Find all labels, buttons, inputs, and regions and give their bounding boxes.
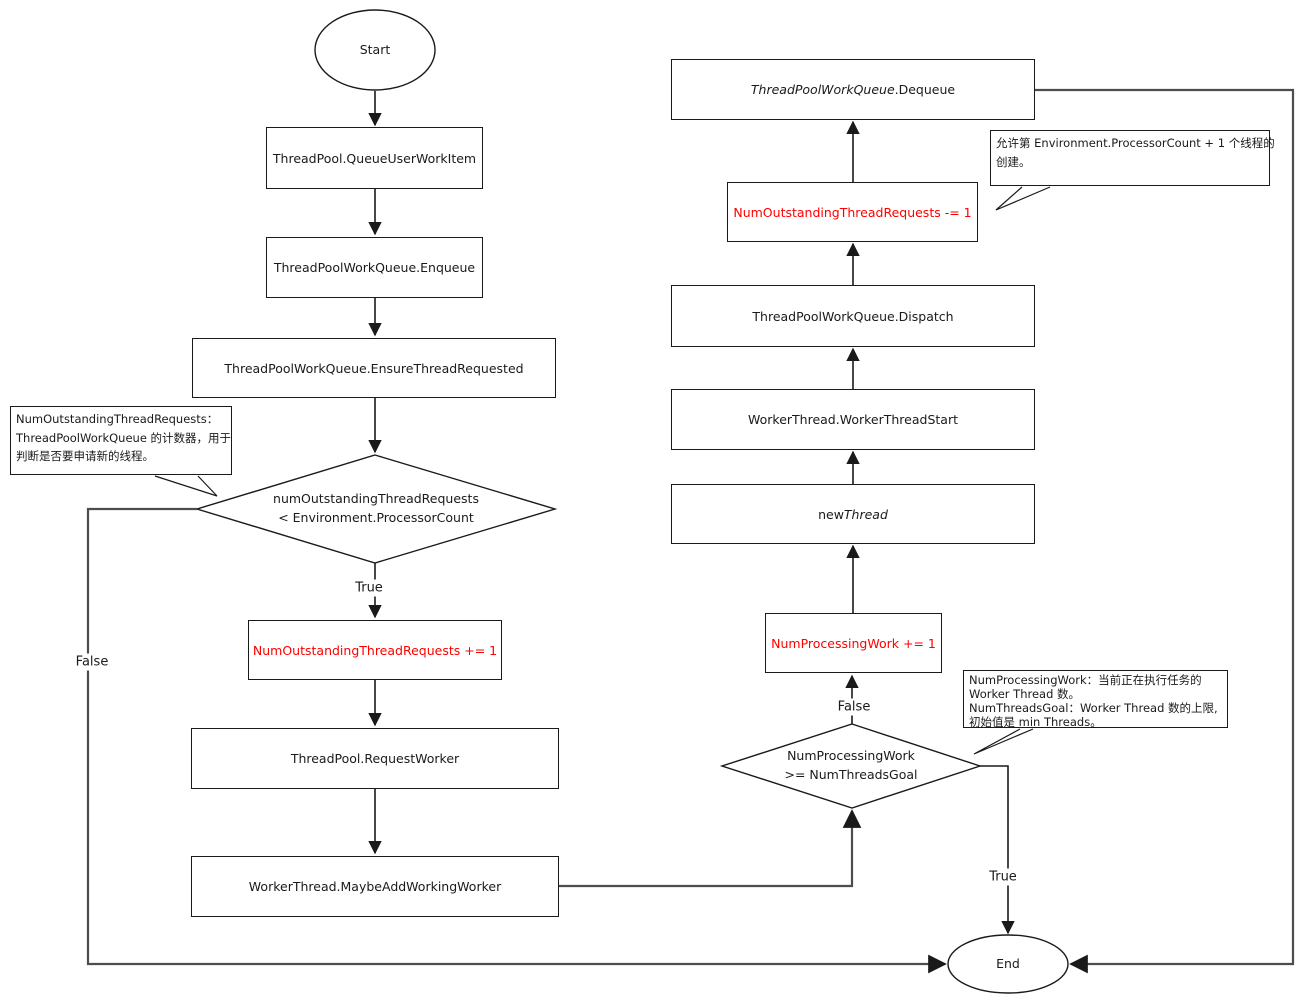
decision-outstanding-label: numOutstandingThreadRequests < Environme… [197,455,555,563]
process-new-thread-prefix: new [818,506,844,522]
process-dequeue-class-label: ThreadPoolWorkQueue [750,82,895,97]
process-increment-outstanding: NumOutstandingThreadRequests += 1 [248,620,502,680]
callout-outstanding-note-line2: ThreadPoolWorkQueue 的计数器，用于 [16,430,232,445]
process-request-worker: ThreadPool.RequestWorker [191,728,559,789]
edge-decision-processing-true-to-end [980,765,1015,935]
callout-processing-note-line2: Worker Thread 数。 [969,686,1081,701]
branch-label-outstanding-false: False [72,653,112,671]
callout-outstanding-note: NumOutstandingThreadRequests： ThreadPool… [10,406,232,475]
process-decrement-outstanding: NumOutstandingThreadRequests -= 1 [727,182,978,242]
process-new-thread-class-label: Thread [843,506,888,522]
process-queue-user-work-item: ThreadPool.QueueUserWorkItem [266,127,483,189]
edge-dequeue-to-end [1035,88,1295,974]
decision-processing-line1: NumProcessingWork [787,748,915,764]
callout-processor-note-line2: 创建。 [996,154,1031,169]
process-ensure-thread-requested: ThreadPoolWorkQueue.EnsureThreadRequeste… [192,338,556,398]
process-increment-processing: NumProcessingWork += 1 [765,613,942,673]
process-dequeue-method-label: .Dequeue [894,82,956,97]
callout-outstanding-note-line3: 判断是否要申请新的线程。 [16,449,154,464]
callout-processing-note: NumProcessingWork：当前正在执行任务的 Worker Threa… [963,670,1228,729]
callout-outstanding-note-line1: NumOutstandingThreadRequests： [16,412,219,426]
start-terminator-shape [314,9,436,91]
outstanding-note-tail [154,475,218,497]
branch-label-processing-false: False [834,698,874,716]
decision-outstanding-line2: < Environment.ProcessorCount [278,510,474,525]
end-terminator-shape [947,934,1069,994]
processing-note-tail [973,728,1034,755]
branch-label-processing-true: True [986,868,1020,886]
callout-processing-note-line3: NumThreadsGoal：Worker Thread 数的上限, [969,700,1218,715]
edge-maybeadd-to-decision-processing [559,809,862,888]
process-dequeue: ThreadPoolWorkQueue.Dequeue [671,59,1035,120]
process-maybe-add-working-worker: WorkerThread.MaybeAddWorkingWorker [191,856,559,917]
callout-processor-note: 允许第 Environment.ProcessorCount + 1 个线程的 … [990,130,1275,186]
process-new-thread: new Thread [671,484,1035,544]
callout-processing-note-line4: 初始值是 min Threads。 [969,714,1102,729]
callout-processor-note-line1: 允许第 Environment.ProcessorCount + 1 个线程的 [996,136,1275,150]
end-terminator-label: End [996,955,1020,971]
process-worker-thread-start: WorkerThread.WorkerThreadStart [671,389,1035,450]
callout-processing-note-line1: NumProcessingWork：当前正在执行任务的 [969,673,1202,687]
edge-decision-false-to-end [86,507,947,974]
processor-note-tail [995,186,1051,211]
branch-label-outstanding-true: True [352,579,386,597]
decision-processing-label: NumProcessingWork >= NumThreadsGoal [722,724,980,808]
process-dispatch: ThreadPoolWorkQueue.Dispatch [671,285,1035,347]
decision-processing-line2: >= NumThreadsGoal [784,767,918,782]
decision-processing-shape [719,723,983,809]
decision-outstanding-line1: numOutstandingThreadRequests [273,491,479,507]
process-enqueue: ThreadPoolWorkQueue.Enqueue [266,237,483,298]
start-terminator-label: Start [359,41,391,57]
